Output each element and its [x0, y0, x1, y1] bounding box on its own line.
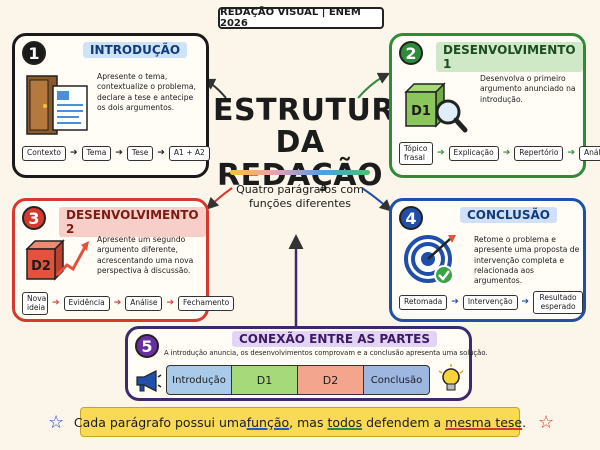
card-title-development-1: DESENVOLVIMENTO 1: [436, 42, 583, 72]
card-development-2: 3 DESENVOLVIMENTO 2 D2 Apresente um segu…: [12, 198, 235, 322]
flow-development-2: Nova ideia➔ Evidência➔ Análise➔ Fechamen…: [22, 292, 235, 316]
card-number-2: 2: [399, 41, 423, 65]
footer-text-4: .: [522, 414, 527, 430]
arrow-right-icon: ➔: [113, 298, 122, 309]
center-subtitle-line2: funções diferentes: [248, 197, 352, 211]
footer-text-1: Cada parágrafo possui uma: [73, 414, 247, 430]
flow-step: Tema: [81, 146, 112, 161]
puzzle-piece-d1: D1: [232, 365, 298, 395]
flow-step: Análise: [579, 146, 600, 161]
flow-step: Repertório: [514, 146, 564, 161]
flow-step: Explicação: [448, 146, 499, 161]
flow-step: Retomada: [399, 295, 448, 310]
d1-magnifier-icon: D1: [402, 72, 468, 138]
card-title-connection: CONEXÃO ENTRE AS PARTES: [232, 331, 438, 347]
flow-introduction: Contexto➔ Tema➔ Tese➔ A1 + A2: [22, 146, 210, 161]
card-description-conclusion: Retome o problema e apresente uma propos…: [474, 235, 580, 285]
center-subtitle: Quatro parágrafos com funções diferentes: [224, 183, 376, 212]
header-title: REDAÇÃO VISUAL | ENEM 2026: [220, 7, 361, 29]
card-number-1: 1: [22, 41, 46, 65]
arrow-right-icon: ➔: [52, 298, 60, 309]
arrow-right-icon: ➔: [157, 147, 165, 158]
star-right-icon: ☆: [538, 412, 555, 433]
flow-step: A1 + A2: [168, 146, 210, 161]
card-development-1: 2 DESENVOLVIMENTO 1 D1 Desenvolva o prim…: [389, 33, 600, 178]
footer-text-2: , mas: [289, 414, 328, 430]
card-description-connection: A introdução anuncia, os desenvolvimento…: [164, 349, 488, 357]
arrow-right-icon: ➔: [451, 297, 459, 308]
footer-keyword-all: todos: [327, 414, 363, 430]
flow-step: Fechamento: [178, 296, 235, 311]
d2-growth-icon: D2: [23, 235, 91, 281]
flow-conclusion: Retomada➔ Intervenção➔ Resultado esperad…: [399, 291, 584, 315]
target-icon: [402, 233, 460, 287]
puzzle-piece-d2: D2: [298, 365, 364, 395]
arrow-to-conclusion: [361, 187, 392, 212]
puzzle-piece-conclusion: Conclusão: [364, 365, 430, 395]
lightbulb-icon: [436, 363, 466, 397]
card-description-development-2: Apresente um segundo argumento diferente…: [97, 235, 194, 275]
center-title-line2: DA REDAÇÃO: [217, 125, 383, 193]
center-underline: [230, 170, 370, 175]
flow-step: Tópico frasal: [399, 142, 433, 166]
footer-keyword-function: função: [246, 414, 290, 430]
flow-step: Resultado esperado: [533, 291, 584, 315]
arrow-right-icon: ➔: [521, 297, 530, 308]
arrow-right-icon: ➔: [166, 298, 175, 309]
center-title-line1: ESTRUTURA: [213, 93, 419, 128]
flow-step: Evidência: [63, 296, 110, 311]
card-introduction: 1 INTRODUÇÃO Apresente o tema, contextua…: [12, 33, 210, 178]
card-title-conclusion: CONCLUSÃO: [460, 207, 557, 223]
arrow-to-dev1: [357, 72, 391, 99]
center-title: ESTRUTURA DA REDAÇÃO: [213, 93, 419, 193]
flow-step: Tese: [126, 146, 154, 161]
card-description-development-1: Desenvolva o primeiro argumento anunciad…: [480, 74, 576, 104]
arrow-right-icon: ➔: [502, 148, 511, 159]
card-number-5: 5: [135, 334, 159, 358]
card-description-introduction: Apresente o tema, contextualize o proble…: [97, 72, 196, 112]
star-left-icon: ☆: [48, 412, 65, 433]
card-conclusion: 4 CONCLUSÃO Retome o problema e apresent…: [389, 198, 586, 322]
flow-step: Contexto: [22, 146, 66, 161]
card-connection: 5 CONEXÃO ENTRE AS PARTES A introdução a…: [125, 326, 488, 401]
footer-banner: Cada parágrafo possui uma função , mas t…: [74, 407, 526, 437]
puzzle-row: Introdução D1 D2 Conclusão: [166, 365, 430, 395]
card-title-development-2: DESENVOLVIMENTO 2: [59, 207, 206, 237]
badge-d2: D2: [31, 259, 51, 274]
flow-step: Nova ideia: [22, 292, 48, 316]
card-number-4: 4: [399, 206, 423, 230]
flow-development-1: Tópico frasal➔ Explicação➔ Repertório➔ A…: [399, 142, 600, 166]
card-title-introduction: INTRODUÇÃO: [83, 42, 188, 58]
door-document-icon: [25, 72, 91, 140]
arrow-to-dev2: [206, 187, 233, 210]
arrow-right-icon: ➔: [437, 148, 445, 159]
footer-text-3: defendem a: [362, 414, 446, 430]
arrow-right-icon: ➔: [69, 147, 78, 158]
flow-step: Análise: [125, 296, 163, 311]
header-banner: REDAÇÃO VISUAL | ENEM 2026: [218, 7, 384, 29]
card-number-3: 3: [22, 206, 46, 230]
arrow-right-icon: ➔: [567, 148, 576, 159]
arrow-right-icon: ➔: [115, 147, 123, 158]
center-subtitle-line1: Quatro parágrafos com: [236, 183, 364, 196]
footer-keyword-same-thesis: mesma tese: [445, 414, 523, 430]
megaphone-icon: [134, 369, 162, 393]
badge-d1: D1: [411, 104, 431, 119]
flow-step: Intervenção: [462, 295, 518, 310]
puzzle-piece-introduction: Introdução: [166, 365, 232, 395]
